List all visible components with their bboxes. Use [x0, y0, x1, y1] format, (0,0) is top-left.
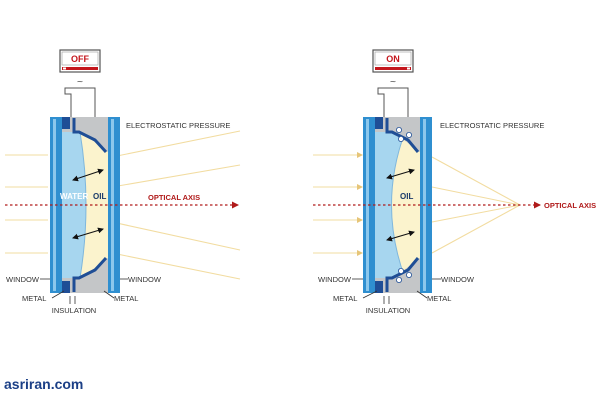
on-light-rays-in	[313, 152, 363, 256]
off-arrow-upper	[72, 168, 104, 182]
on-metal-left-label: METAL	[333, 294, 357, 303]
on-window-right-label: WINDOW	[441, 275, 475, 284]
off-oil-label: OIL	[93, 192, 106, 201]
off-window-right-label: WINDOW	[128, 275, 162, 284]
off-window-left-label: WINDOW	[6, 275, 40, 284]
on-oil	[391, 132, 420, 278]
on-electrostatic-label: ELECTROSTATIC PRESSURE	[440, 121, 544, 130]
off-wire-left	[64, 87, 96, 117]
on-metal-bottom	[375, 257, 420, 293]
off-arrow-lower	[72, 227, 104, 240]
on-panel: ON ~	[313, 49, 596, 315]
on-optical-axis-label: OPTICAL AXIS	[544, 201, 596, 210]
on-arrow-upper	[386, 168, 415, 180]
off-switch-label: OFF	[71, 54, 89, 64]
on-wire	[377, 87, 409, 117]
off-metal-bottom	[62, 256, 108, 293]
off-switch: OFF	[59, 49, 101, 73]
on-light-rays-out	[431, 156, 521, 254]
on-switch-label: ON	[386, 54, 400, 64]
off-metal-top	[62, 117, 108, 154]
off-tilde: ~	[77, 77, 84, 86]
off-electrostatic-label: ELECTROSTATIC PRESSURE	[126, 121, 230, 130]
off-panel: OFF ~	[5, 49, 241, 315]
off-light-rays	[5, 130, 241, 280]
on-tilde: ~	[390, 77, 397, 86]
off-metal-right-label: METAL	[114, 294, 138, 303]
on-insulation-label: INSULATION	[366, 306, 410, 315]
on-oil-label: OIL	[400, 192, 413, 201]
on-metal-top	[375, 117, 420, 153]
site-watermark: asriran.com	[4, 376, 84, 392]
off-insulation-label: INSULATION	[52, 306, 96, 315]
on-metal-right-label: METAL	[427, 294, 451, 303]
on-switch: ON	[372, 49, 414, 73]
on-arrow-lower	[386, 230, 415, 242]
off-optical-axis-label: OPTICAL AXIS	[148, 193, 200, 202]
off-metal-left-label: METAL	[22, 294, 46, 303]
off-water	[62, 132, 86, 278]
on-window-left-label: WINDOW	[318, 275, 352, 284]
off-water-label: WATER	[60, 192, 89, 201]
